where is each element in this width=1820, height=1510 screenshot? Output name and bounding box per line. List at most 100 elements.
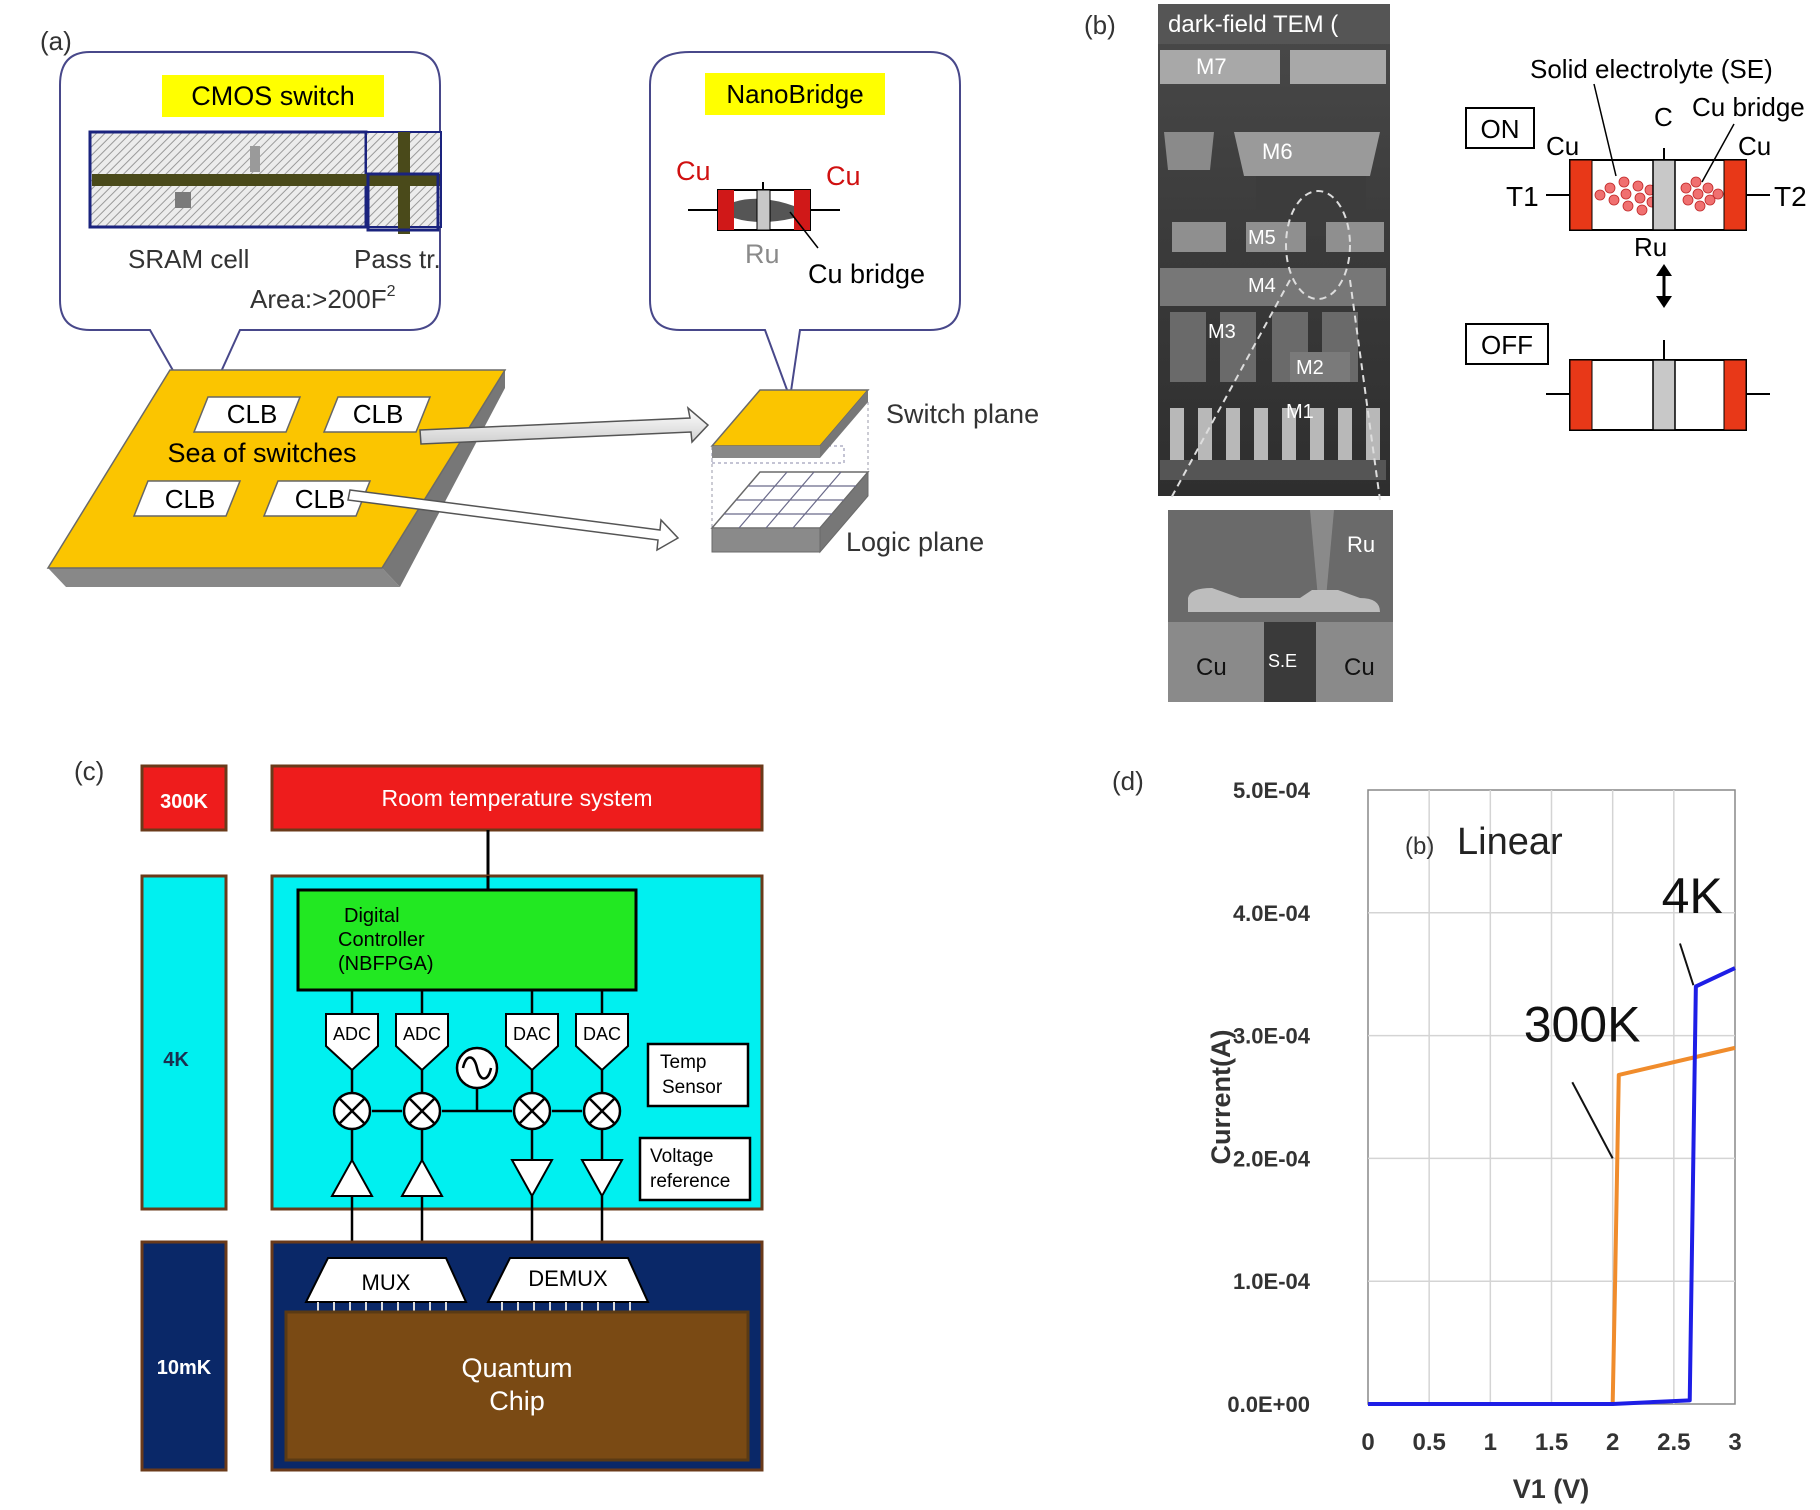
off-state-box xyxy=(1465,323,1549,365)
quantum-chip-line-2: Chip xyxy=(489,1386,545,1416)
temp-sensor-line-2: Sensor xyxy=(662,1077,723,1098)
tem-zoom-image xyxy=(1168,510,1393,702)
dac-label: DAC xyxy=(513,1024,551,1044)
sea-of-switches-label: Sea of switches xyxy=(167,438,356,468)
x-tick-label: 0.5 xyxy=(1412,1429,1445,1456)
nanobridge-device xyxy=(688,182,840,249)
on-state-box xyxy=(1465,107,1535,149)
oscillator-icon xyxy=(455,1046,499,1090)
off-label: OFF xyxy=(1481,330,1533,360)
c-label: C xyxy=(1654,102,1673,132)
dac-block xyxy=(505,1013,559,1072)
controller-line-1: Digital xyxy=(344,905,400,927)
nb-cu-left: Cu xyxy=(676,156,711,186)
clb-label: CLB xyxy=(227,399,278,429)
digital-controller-box xyxy=(296,888,638,992)
adc-block xyxy=(325,1013,379,1072)
mux-label: MUX xyxy=(362,1270,411,1295)
panel-b: (b) xyxy=(1084,4,1807,702)
inset-title: Linear xyxy=(1457,821,1563,863)
nb-ru-label: Ru xyxy=(745,239,780,269)
area-label: Area:>200F2 xyxy=(250,283,396,314)
adc-label: ADC xyxy=(403,1024,441,1044)
temp-sensor-line-1: Temp xyxy=(660,1052,706,1073)
demux-label: DEMUX xyxy=(528,1266,608,1291)
x-tick-label: 1 xyxy=(1484,1429,1497,1456)
panel-a: (a) CMOS switch SRAM cell Pass tr. Area:… xyxy=(40,26,1039,587)
quantum-chip-line-1: Quantum xyxy=(461,1353,572,1383)
y-tick-label: 1.0E-04 xyxy=(1233,1269,1311,1294)
logic-plane-label: Logic plane xyxy=(846,527,984,557)
clb-label: CLB xyxy=(295,484,346,514)
zoom-se-label: S.E xyxy=(1268,651,1297,671)
metal-layer-m4: M4 xyxy=(1248,275,1276,297)
clb-block xyxy=(192,396,302,433)
metal-layer-m7: M7 xyxy=(1196,54,1227,79)
temp-300k-bar xyxy=(140,764,228,832)
mux-block xyxy=(304,1257,468,1303)
metal-layer-m5: M5 xyxy=(1248,227,1276,249)
chip-pins xyxy=(317,1302,631,1312)
cu-left-label-b: Cu xyxy=(1546,131,1579,161)
y-tick-label: 5.0E-04 xyxy=(1233,778,1311,803)
solid-electrolyte-label: Solid electrolyte (SE) xyxy=(1530,54,1773,84)
cmos-title: CMOS switch xyxy=(191,81,355,111)
temp-sensor-box xyxy=(646,1042,750,1108)
clb-block xyxy=(262,480,372,517)
t2-label: T2 xyxy=(1774,181,1807,212)
x-axis-title: V1 (V) xyxy=(1513,1474,1590,1504)
mixer-icon xyxy=(582,1091,622,1131)
temp-300k-label: 300K xyxy=(160,791,208,813)
t1-label: T1 xyxy=(1506,181,1539,212)
voltage-ref-line-1: Voltage xyxy=(650,1146,713,1167)
plane-stack xyxy=(710,389,870,554)
demux-block xyxy=(486,1257,650,1303)
x-tick-label: 2.5 xyxy=(1657,1429,1690,1456)
quantum-chip xyxy=(284,1310,750,1462)
nb-cu-right: Cu xyxy=(826,161,861,191)
nanobridge-title: NanoBridge xyxy=(726,79,863,109)
series-line-4k xyxy=(1368,966,1736,1406)
panel-c: (c) 300K 4K 10mK Room temperature system… xyxy=(74,756,764,1472)
clb-label: CLB xyxy=(165,484,216,514)
y-tick-label: 4.0E-04 xyxy=(1233,901,1311,926)
cmos-layout-drawing xyxy=(88,130,442,234)
room-temperature-label: Room temperature system xyxy=(382,785,653,811)
adc-block xyxy=(395,1013,449,1072)
voltage-ref-line-2: reference xyxy=(650,1171,730,1192)
panel-b-label: (b) xyxy=(1084,10,1116,40)
ru-label-b: Ru xyxy=(1634,232,1667,262)
inset-prefix: (b) xyxy=(1405,833,1434,860)
metal-layer-m1: M1 xyxy=(1286,401,1314,423)
x-tick-label: 2 xyxy=(1606,1429,1619,1456)
temp-10mk-label: 10mK xyxy=(157,1357,212,1379)
tem-image xyxy=(1158,4,1390,501)
sram-cell-label: SRAM cell xyxy=(128,244,249,274)
panel-d-label: (d) xyxy=(1112,766,1144,796)
panel-c-label: (c) xyxy=(74,756,104,786)
series-label-4k: 4K xyxy=(1662,868,1723,924)
arrow-to-switch-plane xyxy=(419,406,710,445)
dac-label: DAC xyxy=(583,1024,621,1044)
mixer-icon xyxy=(402,1091,442,1131)
arrow-to-logic-plane xyxy=(347,489,680,552)
series-leader-300k xyxy=(1571,1081,1614,1159)
y-axis-title: Current(A) xyxy=(1206,1030,1236,1165)
on-off-toggle-arrow xyxy=(1656,264,1672,308)
amplifier-down xyxy=(580,1159,624,1199)
x-tick-label: 0 xyxy=(1361,1429,1374,1456)
clb-block xyxy=(322,396,432,433)
fpga-plate xyxy=(46,369,507,587)
switch-plane-label: Switch plane xyxy=(886,399,1039,429)
clb-label: CLB xyxy=(353,399,404,429)
temp-4k-label: 4K xyxy=(163,1049,189,1071)
amplifier-down xyxy=(510,1159,554,1199)
y-tick-label: 3.0E-04 xyxy=(1233,1024,1311,1049)
cu-right-label-b: Cu xyxy=(1738,131,1771,161)
temp-10mk-bar xyxy=(140,1240,228,1472)
controller-line-3: (NBFPGA) xyxy=(338,953,434,975)
metal-layer-m2: M2 xyxy=(1296,357,1324,379)
mixer-icon xyxy=(512,1091,552,1131)
